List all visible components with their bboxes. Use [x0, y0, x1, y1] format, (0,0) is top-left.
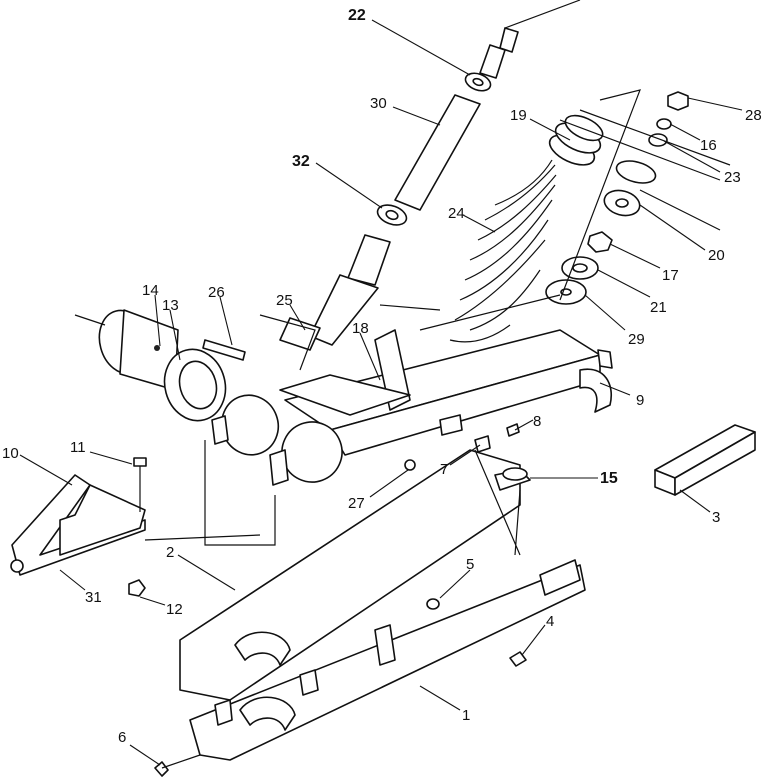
reference-lines: [379, 0, 641, 311]
callout-28: 28: [745, 107, 762, 124]
callout-5: 5: [466, 556, 474, 573]
callout-25: 25: [276, 292, 293, 309]
callout-10: 10: [2, 445, 19, 462]
callout-31: 31: [85, 589, 102, 606]
callout-27: 27: [348, 495, 365, 512]
callout-6: 6: [118, 729, 126, 746]
callout-12: 12: [166, 601, 183, 618]
callout-26: 26: [208, 284, 225, 301]
callout-7: 7: [440, 461, 448, 478]
callout-19: 19: [510, 107, 527, 124]
callout-2: 2: [166, 544, 174, 561]
rail: [179, 449, 586, 761]
callout-16: 16: [700, 137, 717, 154]
callout-32: 32: [292, 153, 310, 170]
shock-absorber: [279, 27, 519, 351]
callout-11: 11: [70, 439, 86, 456]
bracket: [10, 457, 261, 597]
callout-3: 3: [712, 509, 720, 526]
callout-30: 30: [370, 95, 387, 112]
callout-14: 14: [142, 282, 159, 299]
callout-8: 8: [533, 413, 541, 430]
callout-4: 4: [546, 613, 554, 630]
callout-20: 20: [708, 247, 725, 264]
callout-29: 29: [628, 331, 645, 348]
callout-13: 13: [162, 297, 179, 314]
callout-17: 17: [662, 267, 679, 284]
callout-24: 24: [448, 205, 465, 222]
callout-18: 18: [352, 320, 369, 337]
callout-1: 1: [462, 707, 470, 724]
square-tube: [654, 424, 756, 496]
callout-labels: 22 30 32 19 28 16 23 24 20 17 21 29 14 1…: [2, 7, 762, 746]
coil-spring: [449, 114, 604, 343]
hardware-stack: [545, 91, 731, 305]
leader-lines: [19, 19, 743, 766]
fasteners: [154, 414, 527, 777]
callout-15: 15: [600, 470, 618, 487]
callout-9: 9: [636, 392, 644, 409]
callout-22: 22: [348, 7, 366, 24]
callout-23: 23: [724, 169, 741, 186]
clamp-assembly: [74, 309, 343, 546]
callout-21: 21: [650, 299, 667, 316]
swing-arm: [259, 294, 613, 456]
